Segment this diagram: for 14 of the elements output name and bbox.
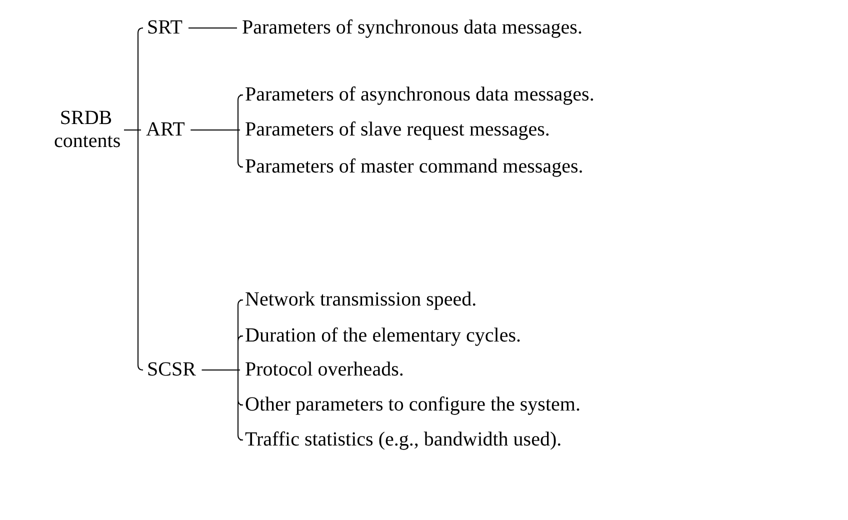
connector-line — [124, 130, 144, 370]
item-label: Parameters of asynchronous data messages. — [245, 84, 594, 106]
item-label: Other parameters to configure the system. — [245, 394, 580, 416]
item-label: Traffic statistics (e.g., bandwidth used). — [245, 428, 562, 452]
item-label: Duration of the elementary cycles. — [245, 324, 521, 348]
item-label: Network transmission speed. — [245, 288, 477, 312]
category-label: SCSR — [147, 358, 196, 382]
category-label: ART — [146, 118, 185, 142]
item-label: Parameters of slave request messages. — [245, 118, 550, 142]
item-label: Protocol overheads. — [245, 358, 404, 382]
category-label: SRT — [147, 16, 182, 40]
item-label: Parameters of synchronous data messages. — [242, 16, 582, 40]
item-label: Parameters of master command messages. — [245, 156, 584, 178]
root-label: SRDB contents — [54, 107, 118, 153]
